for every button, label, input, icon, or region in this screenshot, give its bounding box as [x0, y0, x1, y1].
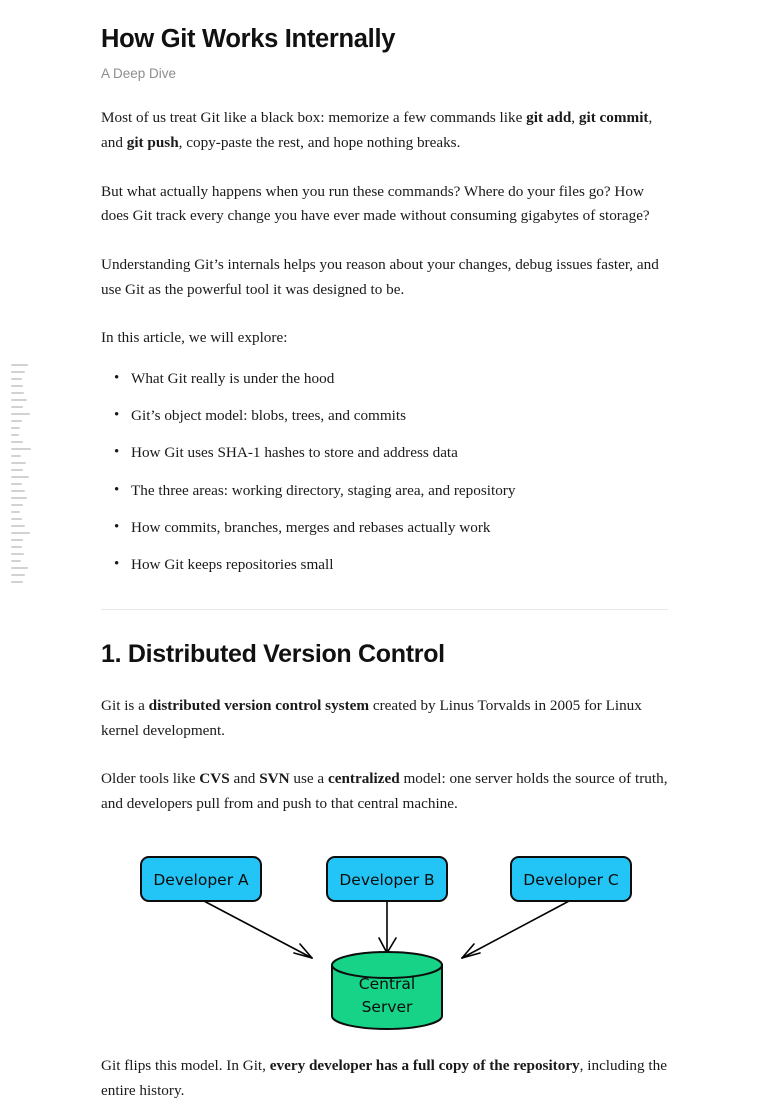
- arrow-dev-b-to-server: [378, 899, 397, 955]
- minimap-tick: [11, 553, 24, 555]
- topics-list: What Git really is under the hood Git’s …: [101, 351, 668, 591]
- section1-paragraph-3: Git flips this model. In Git, every deve…: [101, 1033, 668, 1103]
- list-item: The three areas: working directory, stag…: [114, 478, 668, 516]
- minimap-tick: [11, 511, 20, 513]
- minimap-tick: [11, 399, 27, 401]
- inline-code-git-add: git add: [526, 109, 572, 127]
- text-run: Git flips this model. In Git,: [101, 1057, 270, 1075]
- minimap-tick: [11, 462, 26, 464]
- minimap-tick: [11, 469, 23, 471]
- minimap-tick: [11, 581, 23, 583]
- minimap-tick: [11, 434, 19, 436]
- diagram-node-dev-a: Developer A: [140, 856, 262, 903]
- minimap-tick: [11, 525, 25, 527]
- intro-paragraph-2: But what actually happens when you run t…: [101, 182, 650, 225]
- minimap-tick: [11, 504, 23, 506]
- page-title: How Git Works Internally: [101, 25, 396, 53]
- intro-paragraph-1: Most of us treat Git like a black box: m…: [101, 82, 668, 155]
- minimap-tick: [11, 518, 22, 520]
- emphasis-cvs: CVS: [199, 770, 230, 788]
- intro-paragraph-4: In this article, we will explore:: [101, 329, 288, 347]
- arrow-dev-c-to-server: [461, 899, 572, 960]
- minimap-tick: [11, 406, 23, 408]
- minimap-tick: [11, 371, 25, 373]
- arrow-dev-a-to-server: [201, 899, 313, 960]
- emphasis-centralized: centralized: [327, 770, 400, 788]
- text-run: use a: [289, 770, 328, 788]
- minimap-tick: [11, 378, 22, 380]
- minimap-tick: [11, 455, 21, 457]
- minimap-tick: [11, 497, 27, 499]
- diagram-node-central-server-label-2: Server: [362, 998, 413, 1016]
- text-run: , and: [101, 109, 653, 152]
- list-item: How Git keeps repositories small: [114, 552, 668, 590]
- article-body: How Git Works Internally A Deep Dive Mos…: [101, 0, 668, 1104]
- diagram-node-dev-a-label: Developer A: [153, 871, 249, 889]
- text-run: Git is a: [101, 696, 149, 714]
- minimap-tick: [11, 546, 22, 548]
- centralized-version-control-diagram: Developer A Developer B Developer C Cent…: [101, 816, 668, 1033]
- minimap-tick: [11, 448, 31, 450]
- text-run: and: [229, 770, 260, 788]
- section1-paragraph-1: Git is a distributed version control sys…: [101, 670, 668, 743]
- intro-paragraph-3: Understanding Git’s internals helps you …: [101, 255, 659, 298]
- list-item: What Git really is under the hood: [114, 366, 668, 404]
- minimap-tick: [11, 560, 21, 562]
- section-heading-1: 1. Distributed Version Control: [101, 639, 445, 668]
- minimap-tick: [11, 483, 22, 485]
- minimap-tick: [11, 392, 24, 394]
- list-item: Git’s object model: blobs, trees, and co…: [114, 403, 668, 441]
- minimap-tick: [11, 532, 30, 534]
- text-run: created by Linus Torvalds in 2005 for Li…: [101, 696, 642, 739]
- list-item: How Git uses SHA-1 hashes to store and a…: [114, 440, 668, 478]
- minimap-tick: [11, 567, 28, 569]
- inline-code-git-commit: git commit: [578, 109, 649, 127]
- page-subtitle: A Deep Dive: [101, 65, 177, 81]
- section1-paragraph-2: Older tools like CVS and SVN use a centr…: [101, 743, 668, 816]
- minimap-tick: [11, 539, 23, 541]
- text-run: Most of us treat Git like a black box: m…: [101, 109, 527, 127]
- emphasis-svn: SVN: [259, 770, 290, 788]
- minimap-tick: [11, 490, 25, 492]
- diagram-node-dev-b: Developer B: [326, 856, 448, 903]
- minimap-tick: [11, 476, 29, 478]
- emphasis-full-copy: every developer has a full copy of the r…: [269, 1057, 580, 1075]
- section-divider: [101, 608, 668, 610]
- emphasis-distributed-vcs: distributed version control system: [148, 696, 370, 714]
- text-run: model: one server holds the source of tr…: [101, 770, 668, 812]
- list-item: How commits, branches, merges and rebase…: [114, 515, 668, 553]
- text-run: , copy-paste the rest, and hope nothing …: [178, 134, 461, 152]
- document-minimap[interactable]: [0, 364, 46, 664]
- minimap-tick: [11, 413, 30, 415]
- minimap-tick: [11, 385, 23, 387]
- diagram-node-central-server: Central Server: [331, 951, 443, 1031]
- inline-code-git-push: git push: [126, 134, 179, 152]
- diagram-node-dev-c-label: Developer C: [523, 871, 618, 889]
- minimap-tick: [11, 427, 20, 429]
- text-run: ,: [571, 109, 579, 127]
- diagram-node-dev-b-label: Developer B: [339, 871, 434, 889]
- minimap-tick: [11, 364, 28, 366]
- text-run: Older tools like: [101, 770, 200, 788]
- diagram-node-central-server-label-1: Central: [359, 975, 415, 993]
- diagram-node-dev-c: Developer C: [510, 856, 632, 903]
- minimap-tick: [11, 441, 23, 443]
- minimap-tick: [11, 574, 25, 576]
- minimap-tick: [11, 420, 22, 422]
